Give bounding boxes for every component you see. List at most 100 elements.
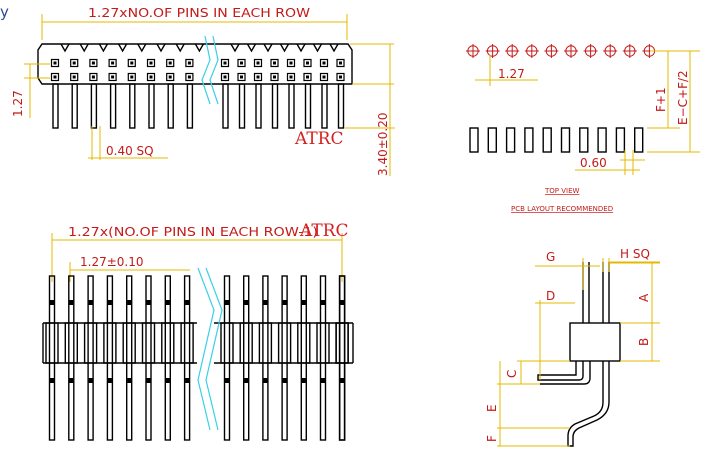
pcb-pad — [634, 127, 644, 153]
front-housing-cell — [316, 322, 330, 364]
front-housing-cell — [103, 322, 117, 364]
pin-square-core — [273, 75, 276, 79]
pin-square — [185, 58, 194, 68]
pin-square — [270, 72, 279, 82]
front-pin-mark — [185, 300, 190, 305]
pin-square — [270, 58, 279, 68]
header-pin — [109, 83, 117, 129]
pin-square-core — [289, 75, 293, 79]
top-view-drawing: 1.27xNO.OF PINS IN EACH ROW 1.27 0.40 SQ… — [11, 6, 395, 176]
pin-square — [89, 58, 98, 68]
housing-notch — [98, 43, 109, 53]
pin-square-core — [149, 61, 153, 65]
dim-c: C — [505, 370, 519, 378]
pcb-layout-drawing: 1.27 0.60 F+1 E−C+F/2 TOP VIEW PCB LAYOU… — [466, 44, 700, 213]
housing-notch — [312, 43, 323, 53]
pin-square — [166, 72, 175, 82]
pin-square-core — [130, 75, 134, 79]
front-pin-mark — [263, 300, 268, 305]
pin-square-core — [223, 61, 227, 65]
pin-square — [253, 58, 263, 68]
front-pin-mark — [301, 300, 306, 305]
pin-square — [146, 72, 156, 82]
pin-square — [108, 58, 117, 68]
front-pin-mark — [225, 300, 229, 305]
header-pin — [167, 83, 174, 129]
housing-notch — [279, 43, 290, 53]
front-pin — [125, 275, 133, 441]
pin-square — [286, 72, 296, 82]
pin-square — [303, 58, 312, 68]
front-pin-mark — [50, 300, 54, 305]
front-pin-mark — [244, 300, 249, 305]
front-pin-mark — [88, 300, 93, 305]
housing-notch — [175, 43, 185, 53]
front-pin-mark — [263, 378, 268, 383]
front-housing-cell — [180, 322, 194, 364]
dim-e: E — [485, 404, 499, 412]
front-pin — [48, 275, 56, 441]
pcb-layout-caption: PCB LAYOUT RECOMMENDED — [511, 205, 613, 213]
front-pin-mark — [340, 378, 344, 383]
header-pin — [186, 83, 194, 129]
pin-square-core — [53, 75, 57, 79]
front-pin-mark — [165, 300, 170, 305]
pin-square — [220, 72, 230, 82]
housing-notch — [246, 43, 257, 53]
dim-b: B — [637, 338, 651, 346]
front-housing-cell — [45, 322, 59, 364]
pin-square-core — [111, 61, 115, 65]
pin-square-core — [91, 61, 95, 65]
pin-square — [89, 72, 98, 82]
top-view-caption: TOP VIEW — [544, 187, 580, 195]
front-row-length-dim: 1.27x(NO.OF PINS IN EACH ROW-1) — [68, 225, 318, 239]
housing-notch — [263, 43, 273, 53]
housing-notch — [117, 43, 128, 53]
pcb-pad — [505, 127, 516, 153]
pcb-pad — [469, 127, 479, 153]
front-pin-mark — [321, 300, 325, 305]
front-pin — [242, 275, 250, 441]
pin-square — [108, 72, 117, 82]
pin-square — [319, 58, 329, 68]
pin-square-core — [111, 75, 115, 79]
front-housing-cell — [161, 322, 175, 364]
housing-notch — [156, 43, 166, 53]
row-pitch-dim: 1.27 — [11, 90, 25, 117]
row-length-dim: 1.27xNO.OF PINS IN EACH ROW — [88, 6, 310, 20]
front-pin-mark — [340, 300, 344, 305]
f-plus-one-dim: F+1 — [654, 87, 668, 112]
housing-notch — [329, 43, 339, 53]
front-housing-cell — [239, 322, 253, 364]
front-pin — [281, 275, 288, 441]
pcb-pad — [542, 127, 552, 153]
front-housing-cell — [335, 322, 349, 364]
front-pin-mark — [69, 300, 74, 305]
pin-size-dim: 0.40 SQ — [106, 144, 154, 158]
front-pin — [300, 275, 307, 441]
front-pin-mark — [69, 378, 74, 383]
side-view-drawing: G H SQ D A B C E F — [485, 247, 660, 447]
pad-width-dim: 0.60 — [580, 156, 607, 170]
header-pin — [148, 83, 155, 129]
brand-mark: ATRC — [294, 129, 344, 149]
pin-square-core — [306, 75, 309, 79]
front-pin — [338, 275, 346, 441]
front-pin-mark — [244, 378, 249, 383]
front-pin-mark — [165, 378, 170, 383]
pin-square — [253, 72, 263, 82]
pin-square — [319, 72, 329, 82]
front-housing-cell — [122, 322, 136, 364]
pin-square-core — [223, 75, 227, 79]
pin-square — [127, 58, 136, 68]
pin-square-core — [72, 61, 76, 65]
pin-square — [303, 72, 312, 82]
pin-square-core — [53, 61, 57, 65]
front-housing-cell — [83, 322, 98, 364]
pin-square-core — [256, 75, 260, 79]
front-pin — [262, 275, 269, 441]
dim-h: H SQ — [620, 247, 650, 261]
front-pin — [223, 275, 231, 441]
pin-square-core — [187, 75, 191, 79]
